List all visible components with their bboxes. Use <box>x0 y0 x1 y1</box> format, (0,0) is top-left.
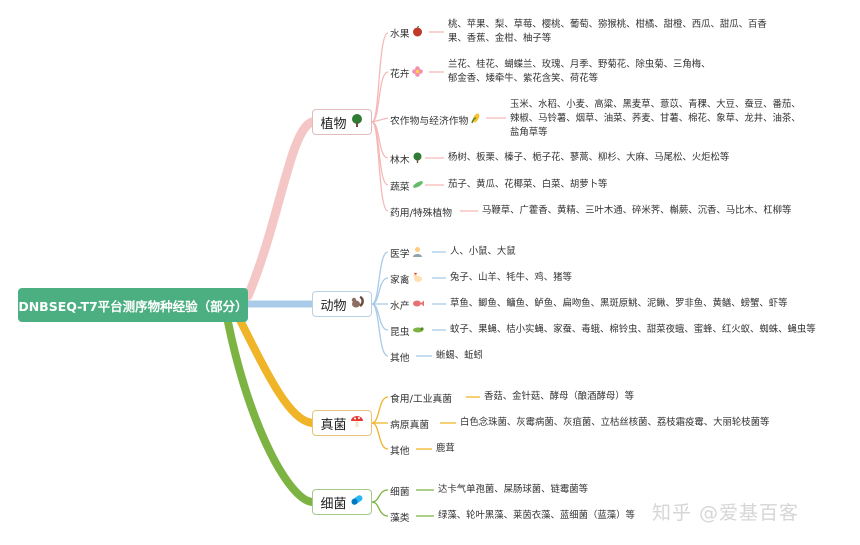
cat-edible-fungi[interactable]: 食用/工业真菌 <box>390 394 453 405</box>
fruit-icon <box>412 25 423 40</box>
leaf-flower: 兰花、桂花、蝴蝶兰、玫瑰、月季、野菊花、除虫菊、三角梅、 郁金香、矮牵牛、紫花含… <box>448 59 711 84</box>
cat-fruit[interactable]: 水果 <box>390 25 423 40</box>
leaf-vegetable: 茄子、黄瓜、花椰菜、白菜、胡萝卜等 <box>448 179 608 190</box>
tree-icon <box>412 152 423 166</box>
leaf-medicinal: 马鞭草、广藿香、黄精、三叶木通、碎米荠、槲蕨、沉香、马比木、杠柳等 <box>482 205 792 216</box>
leaf-pathogenic-fungi: 白色念珠菌、灰霉病菌、灰疽菌、立枯丝核菌、荔枝霜疫霉、大丽轮枝菌等 <box>460 417 770 428</box>
cat-vegetable[interactable]: 蔬菜 <box>390 179 424 193</box>
cat-crops[interactable]: 农作物与经济作物 <box>390 112 482 127</box>
leaf-animal-other: 蜥蜴、蚯蚓 <box>436 350 483 361</box>
leaf-crops: 玉米、水稻、小麦、高粱、黑麦草、薏苡、青稞、大豆、蚕豆、番茄、 辣椒、马铃薯、烟… <box>510 99 801 138</box>
branch-animals-label: 动物 <box>320 298 347 314</box>
branch-bacteria[interactable]: 细菌 <box>312 489 372 515</box>
watermark: 知乎 @爱基百客 <box>652 502 800 524</box>
branch-bacteria-label: 细菌 <box>320 496 347 512</box>
branch-animals[interactable]: 动物 <box>312 291 372 317</box>
cucumber-icon <box>412 179 424 193</box>
branch-plants-label: 植物 <box>320 116 347 132</box>
branch-fungi-label: 真菌 <box>320 417 347 433</box>
root-node[interactable]: DNBSEQ-T7平台测序物种经验（部分） <box>18 288 248 322</box>
leaf-aquatic: 草鱼、鲫鱼、鳙鱼、鲈鱼、扁吻鱼、黑斑原鮡、泥鳅、罗非鱼、黄鳝、螃蟹、虾等 <box>450 298 788 309</box>
cat-animal-other[interactable]: 其他 <box>390 353 410 364</box>
cat-livestock[interactable]: 家禽 <box>390 272 423 286</box>
leaf-algae: 绿藻、轮叶黑藻、莱茵衣藻、蓝细菌（蓝藻）等 <box>438 510 635 521</box>
leaf-medical: 人、小鼠、大鼠 <box>450 246 516 257</box>
cat-algae[interactable]: 藻类 <box>390 513 410 524</box>
cat-bacteria[interactable]: 细菌 <box>390 487 410 498</box>
fish-icon <box>412 298 424 312</box>
branch-fungi[interactable]: 真菌 <box>312 410 372 436</box>
cat-insect[interactable]: 昆虫 <box>390 324 424 338</box>
cat-medical[interactable]: 医学 <box>390 246 423 260</box>
flower-icon <box>411 66 423 80</box>
branch-plants[interactable]: 植物 <box>312 109 372 135</box>
leaf-insect: 蚊子、果蝇、桔小实蝇、家蚕、毒蛾、棉铃虫、甜菜夜蛾、蜜蜂、红火蚁、蜘蛛、蝇虫等 <box>450 324 816 335</box>
cat-fungi-other[interactable]: 其他 <box>390 446 410 457</box>
corn-icon <box>470 112 482 127</box>
tree-icon <box>350 113 364 131</box>
cat-forest[interactable]: 林木 <box>390 152 423 166</box>
cat-flower[interactable]: 花卉 <box>390 66 423 80</box>
rooster-icon <box>412 272 423 286</box>
cat-pathogenic-fungi[interactable]: 病原真菌 <box>390 420 430 431</box>
leaf-bacteria: 达卡气单孢菌、屎肠球菌、链霉菌等 <box>438 484 589 495</box>
leaf-edible-fungi: 香菇、金针菇、酵母（酿酒酵母）等 <box>484 391 635 402</box>
cat-medicinal[interactable]: 药用/特殊植物 <box>390 208 453 219</box>
leaf-forest: 杨树、板栗、榛子、栀子花、蓼蒿、柳杉、大麻、马尾松、火炬松等 <box>448 152 730 163</box>
leaf-fungi-other: 鹿茸 <box>436 443 455 454</box>
doctor-icon <box>412 246 423 260</box>
squirrel-icon <box>350 295 364 313</box>
cat-aquatic[interactable]: 水产 <box>390 298 424 312</box>
pill-icon <box>350 493 364 511</box>
mushroom-icon <box>350 414 364 432</box>
leaf-livestock: 兔子、山羊、牦牛、鸡、猪等 <box>450 272 572 283</box>
leaf-fruit: 桃、苹果、梨、草莓、樱桃、葡萄、猕猴桃、柑橘、甜橙、西瓜、甜瓜、百香 果、香蕉、… <box>448 19 767 44</box>
bug-icon <box>412 324 424 338</box>
